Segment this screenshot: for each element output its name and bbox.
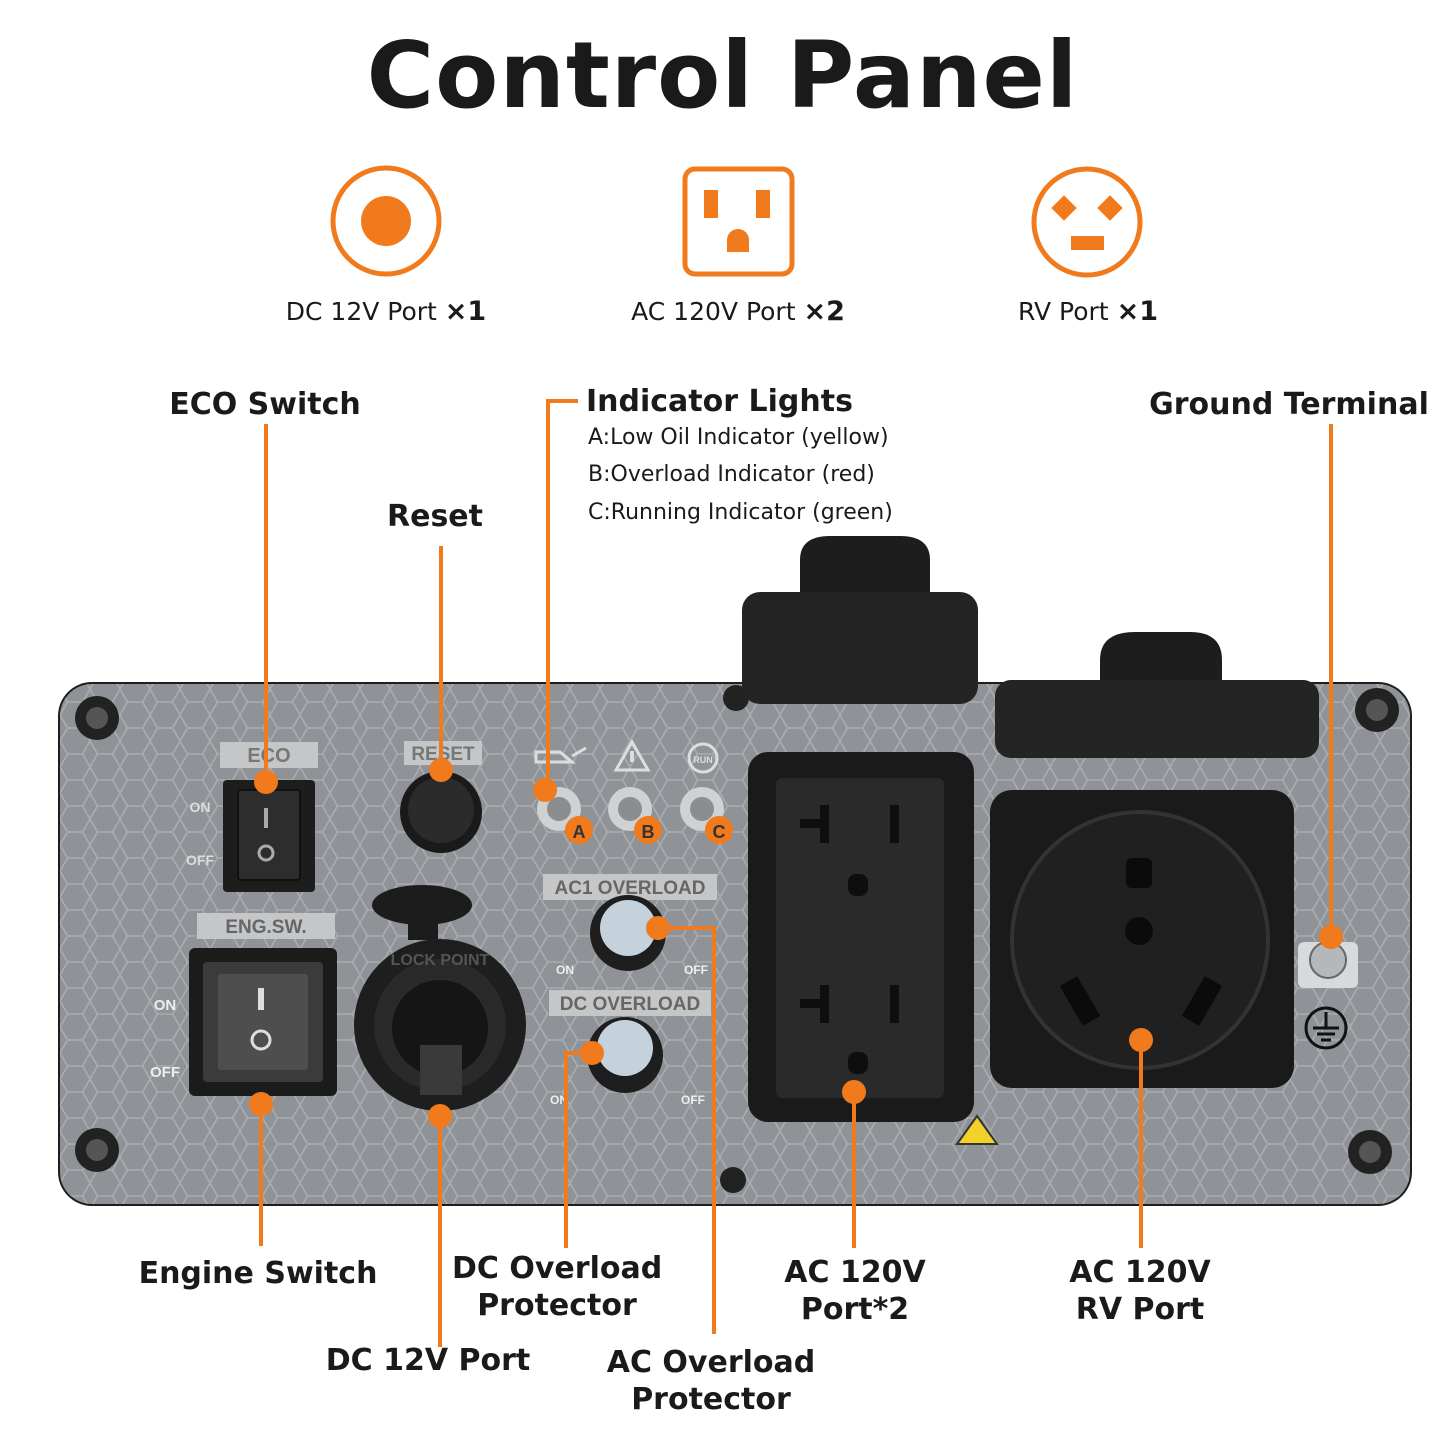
engine-switch-callout: Engine Switch [138,1256,378,1291]
dc-12v-socket[interactable]: LOCK POINT [354,885,526,1111]
ground-terminal[interactable] [1298,941,1358,1050]
led-b-label: B [642,822,655,842]
svg-text:LOCK POINT: LOCK POINT [391,952,490,969]
panel-screws [75,685,1399,1193]
svg-text:RUN: RUN [693,755,713,765]
ac-120v-outlet[interactable] [742,536,978,1122]
indicator-c-text: C:Running Indicator (green) [588,500,893,525]
rv-outlet[interactable] [990,632,1319,1088]
dc-overload-breaker[interactable]: DC OVERLOAD ON OFF [549,990,711,1107]
svg-text:ON: ON [154,997,177,1014]
svg-text:ENG.SW.: ENG.SW. [225,917,306,938]
ground-terminal-callout: Ground Terminal [1149,387,1429,422]
eco-switch[interactable]: ECO ON OFF [186,742,318,892]
ac-outlet-icon [682,166,795,277]
svg-text:OFF: OFF [681,1093,705,1107]
indicator-a-text: A:Low Oil Indicator (yellow) [588,425,889,450]
run-icon: RUN [687,742,719,774]
engine-switch[interactable]: ENG.SW. ON OFF [150,913,337,1096]
led-c-label: C [713,822,726,842]
svg-text:DC OVERLOAD: DC OVERLOAD [560,994,700,1015]
dc-port-caption: DC 12V Port ×1 [285,296,487,327]
warning-triangle-icon [613,738,651,772]
indicator-b-text: B:Overload Indicator (red) [588,462,875,487]
leader-dots [249,758,1343,1128]
ac-overload-callout: AC Overload Protector [606,1345,816,1417]
reset-callout: Reset [387,499,483,534]
eco-label: ECO [247,745,290,767]
page-title: Control Panel [366,22,1079,129]
ac-overload-breaker[interactable]: AC1 OVERLOAD ON OFF [543,874,717,977]
ac-port-caption: AC 120V Port ×2 [631,296,845,327]
reset-label: RESET [411,744,475,765]
rv-port-callout: AC 120V RV Port [1069,1255,1211,1327]
led-a-label: A [573,822,586,842]
rv-port-caption: RV Port ×1 [1018,296,1158,327]
rv-port-icon [1031,166,1143,278]
dc-port-icon [330,165,442,277]
indicator-lights: RUN A B C [534,738,733,844]
svg-text:OFF: OFF [684,963,708,977]
indicator-lights-callout: Indicator Lights [586,384,853,419]
reset-button[interactable]: RESET [400,741,482,853]
ac-120v-callout: AC 120V Port*2 [784,1255,926,1327]
ground-symbol-icon [1313,1012,1339,1042]
eco-switch-callout: ECO Switch [169,387,361,422]
oil-can-icon [534,746,587,764]
electric-warning-icon [955,1114,999,1145]
svg-text:ON: ON [190,799,211,815]
svg-text:OFF: OFF [150,1064,180,1081]
dc-12v-port-callout: DC 12V Port [325,1343,531,1378]
leader-lines [259,399,1333,1347]
dc-overload-callout: DC Overload Protector [452,1251,663,1323]
svg-text:OFF: OFF [186,852,214,868]
svg-text:AC1 OVERLOAD: AC1 OVERLOAD [555,878,706,899]
svg-text:ON: ON [550,1093,568,1107]
svg-text:ON: ON [556,963,574,977]
